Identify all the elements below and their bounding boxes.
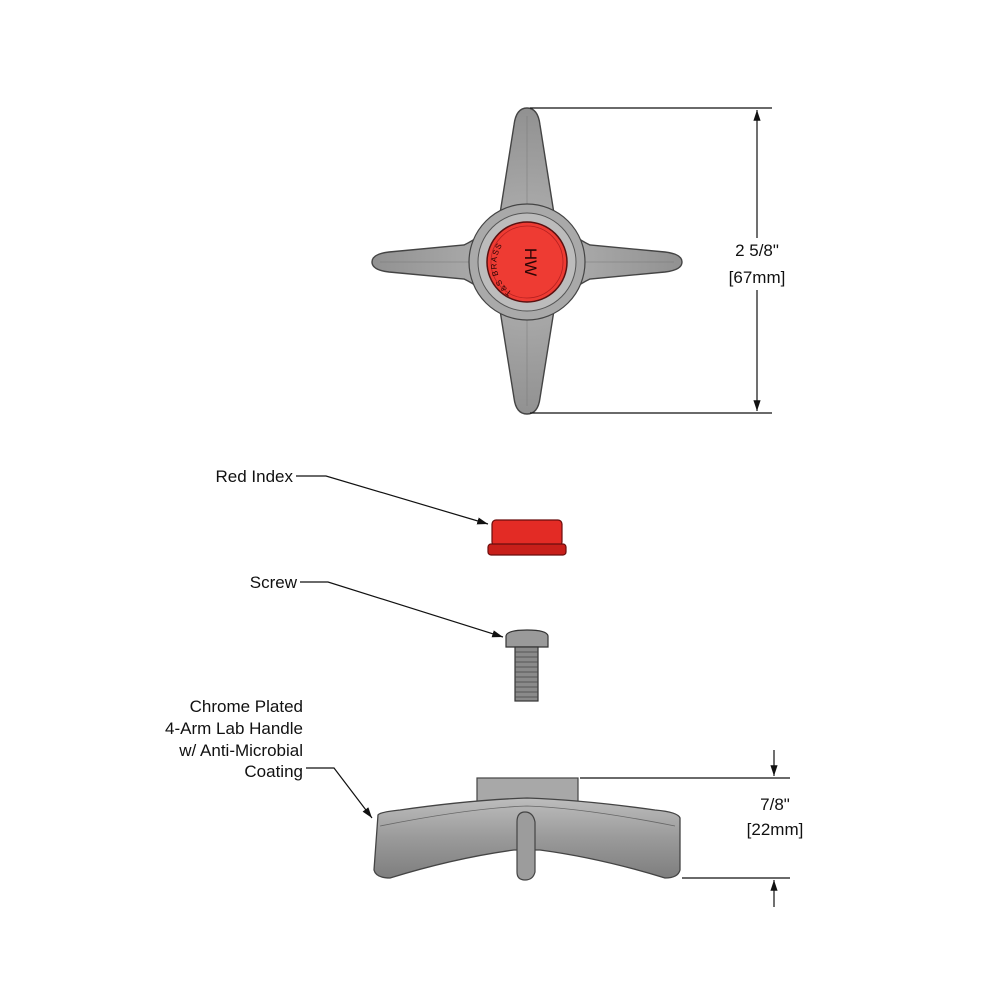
cap-marking: HW (521, 248, 540, 276)
handle-callout: Chrome Plated 4-Arm Lab Handle w/ Anti-M… (165, 697, 373, 819)
dimension-side-in: 7/8" (760, 795, 790, 814)
handle-label-line-1: Chrome Plated (190, 697, 303, 716)
height-dimension-side: 7/8" [22mm] (580, 750, 803, 907)
dimension-height-in: 2 5/8" (735, 241, 779, 260)
handle-label-line-2: 4-Arm Lab Handle (165, 719, 303, 738)
red-index-callout: Red Index (216, 467, 489, 525)
height-dimension-top: 2 5/8" [67mm] (530, 107, 786, 414)
screw-part (505, 629, 549, 702)
handle-label-line-4: Coating (244, 762, 303, 781)
handle-top-view: T&S BRASS HW (371, 107, 683, 415)
dimension-height-mm: [67mm] (729, 268, 786, 287)
red-index-part (487, 519, 567, 556)
handle-side-view (373, 777, 681, 881)
dimension-side-mm: [22mm] (747, 820, 804, 839)
red-index-label: Red Index (216, 467, 294, 486)
screw-label: Screw (250, 573, 298, 592)
screw-callout: Screw (250, 573, 504, 638)
red-index-cap-top (486, 221, 568, 303)
handle-label-line-3: w/ Anti-Microbial (178, 741, 303, 760)
